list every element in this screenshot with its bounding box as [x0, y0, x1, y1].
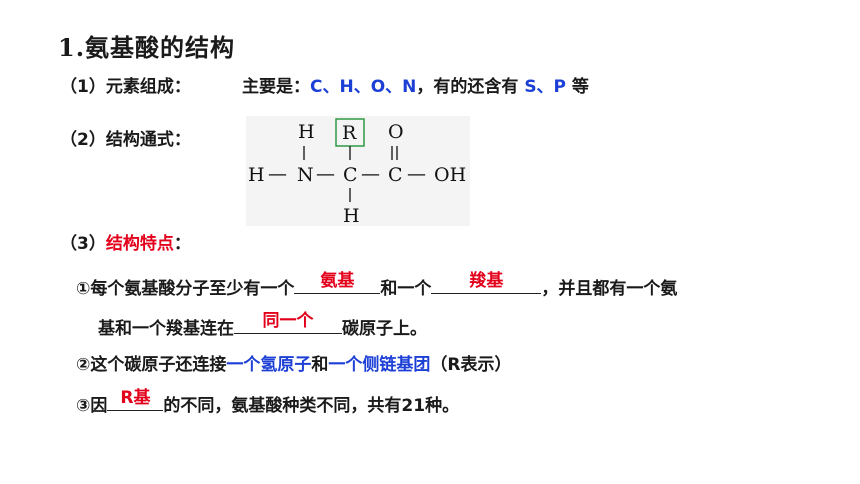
item3-text-1: ③因 — [76, 396, 108, 416]
item1-text-4: 基和一个羧基连在 — [98, 319, 234, 339]
item2-side-chain: 一个侧链基团 — [328, 355, 431, 375]
features-label-num: （3） — [60, 234, 106, 254]
atom-c-carboxyl: C — [388, 164, 403, 186]
feature-item-2: ②这个碳原子还连接一个氢原子和一个侧链基团（R表示） — [76, 350, 512, 375]
main-elements: C、H、O、N — [310, 77, 417, 97]
blank-amino: 氨基 — [294, 271, 381, 294]
page-title: 1.氨基酸的结构 — [58, 33, 236, 62]
blank-carboxyl: 羧基 — [431, 271, 542, 294]
blank-same-carbon: 同一个 — [234, 311, 342, 334]
atom-c-alpha: C — [343, 164, 358, 186]
atom-h-left: H — [248, 164, 265, 186]
blank-r-group: R基 — [107, 388, 164, 411]
dash-4: — — [407, 163, 426, 185]
item1-text-3: ，并且都有一个氨 — [541, 279, 678, 299]
composition-prefix: 主要是： — [242, 77, 310, 97]
item2-text-3: （R表示） — [430, 355, 512, 375]
dash-2: — — [316, 163, 335, 185]
dash-3: — — [361, 163, 380, 185]
item3-text-2: 的不同，氨基酸种类不同，共有21种。 — [163, 396, 460, 416]
answer-carboxyl-group: 羧基 — [469, 271, 504, 291]
answer-same-one: 同一个 — [262, 311, 314, 331]
extra-elements: S、P — [524, 77, 567, 97]
atom-n: N — [297, 164, 314, 186]
composition-middle: ，有的还含有 — [416, 77, 525, 97]
formula-diagram: H R O H — N — C — C — OH H — [248, 118, 466, 226]
composition-text: 主要是：C、H、O、N，有的还含有 S、P 等 — [242, 72, 589, 97]
dash-1: — — [268, 163, 287, 185]
composition-suffix: 等 — [566, 77, 589, 97]
answer-amino-group: 氨基 — [320, 271, 355, 291]
item2-text-2: 和 — [311, 355, 329, 375]
atom-r: R — [342, 122, 357, 144]
item1-text-1: ①每个氨基酸分子至少有一个 — [76, 279, 295, 299]
item1-text-5: 碳原子上。 — [342, 319, 427, 339]
features-label-colon: ： — [173, 234, 191, 254]
features-label: （3）结构特点： — [60, 229, 191, 254]
item1-text-2: 和一个 — [380, 279, 432, 299]
feature-item-3: ③因 R基的不同，氨基酸种类不同，共有21种。 — [76, 388, 459, 416]
item2-text-1: ②这个碳原子还连接 — [76, 355, 227, 375]
atom-o-top: O — [388, 121, 404, 143]
atom-oh: OH — [434, 164, 466, 186]
feature-item-1-line-2: 基和一个羧基连在 同一个 碳原子上。 — [98, 311, 427, 339]
structural-formula: H R O H — N — C — C — OH H — [246, 116, 470, 226]
answer-r-group: R基 — [120, 388, 151, 408]
composition-label: （1）元素组成： — [60, 77, 191, 97]
formula-label: （2）结构通式： — [60, 130, 191, 150]
feature-item-1-line-1: ①每个氨基酸分子至少有一个 氨基 和一个 羧基 ，并且都有一个氨 — [76, 271, 677, 299]
atom-h-bottom: H — [343, 205, 360, 226]
atom-h-top: H — [298, 121, 315, 143]
item2-hydrogen-atom: 一个氢原子 — [226, 355, 312, 375]
features-label-text: 结构特点 — [105, 234, 174, 254]
